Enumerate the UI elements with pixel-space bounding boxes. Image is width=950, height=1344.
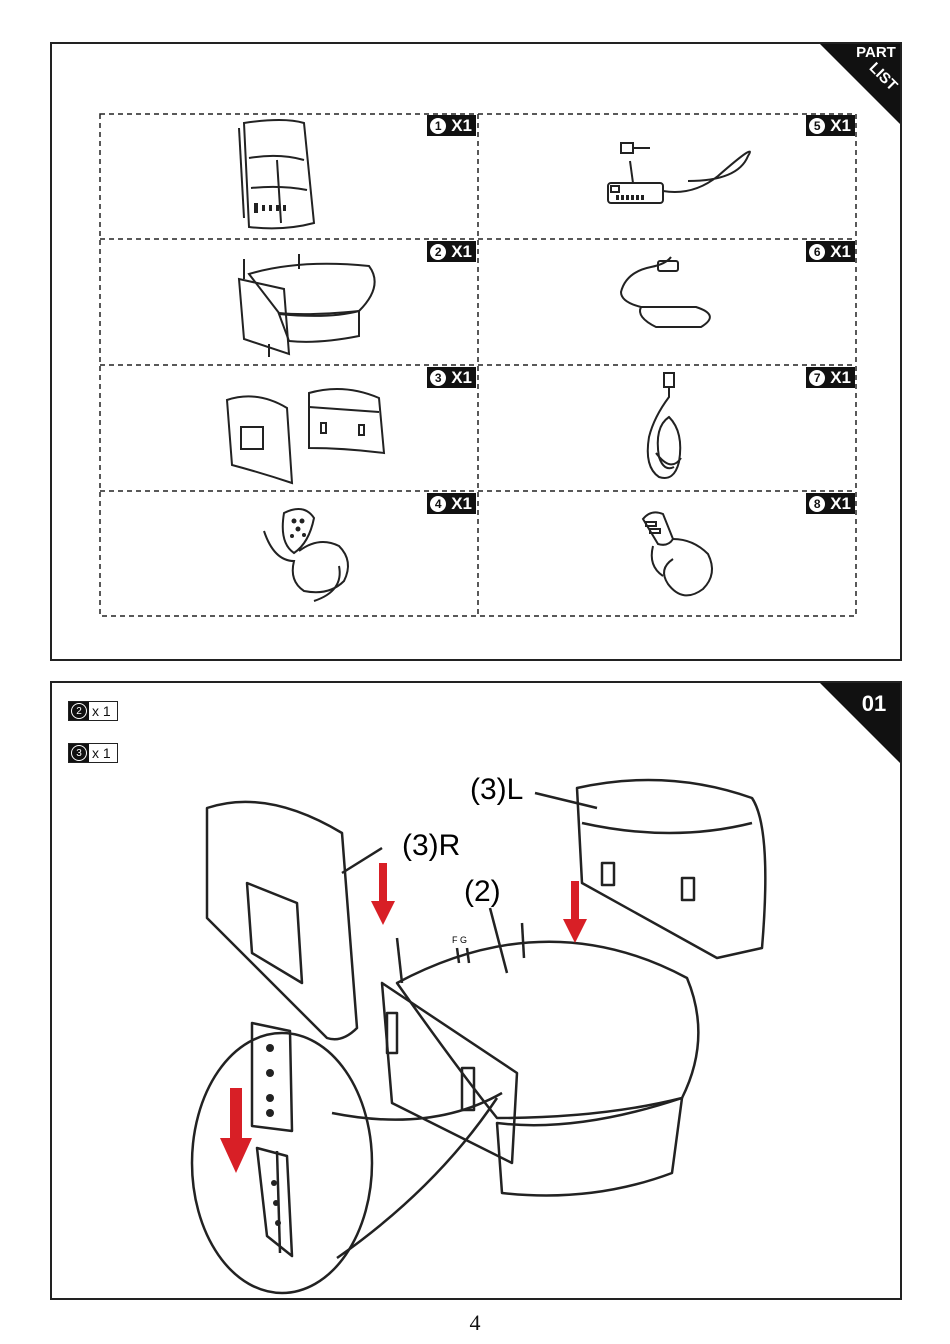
armrests-icon	[99, 365, 478, 491]
seat-base-icon	[99, 239, 478, 365]
corner-text-part: PART	[856, 44, 896, 61]
backrest-icon	[99, 113, 478, 239]
power-cord-icon	[478, 365, 857, 491]
arrow-down-icon	[563, 881, 587, 943]
right-armrest-shape	[207, 802, 357, 1039]
red-arrows	[220, 863, 587, 1173]
power-adapter-icon	[478, 113, 857, 239]
fg-label: F G	[452, 935, 467, 945]
label-left-armrest: (3)L	[470, 773, 523, 806]
arrow-down-icon	[371, 863, 395, 925]
assembly-illustration: F G (3)R (3)L (2)	[52, 683, 902, 1300]
left-armrest-shape	[577, 780, 765, 958]
lift-remote-icon	[478, 491, 857, 617]
bracket-zoom-circle	[192, 1033, 372, 1293]
part-list-panel: PART LIST	[50, 42, 902, 661]
page-number: 4	[0, 1310, 950, 1336]
label-right-armrest: (3)R	[402, 829, 460, 862]
power-supply-box-icon	[478, 239, 857, 365]
seat-cushion-shape	[397, 942, 698, 1118]
label-seat: (2)	[464, 875, 501, 908]
massage-remote-icon	[99, 491, 478, 617]
arrow-down-icon	[220, 1088, 252, 1173]
